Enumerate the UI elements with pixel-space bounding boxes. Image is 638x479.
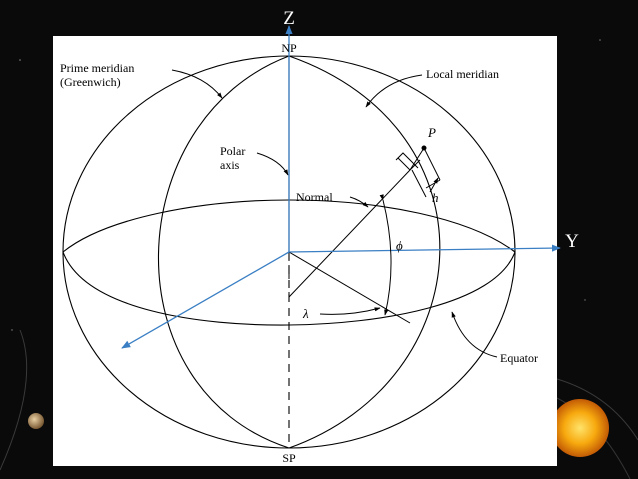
y-axis bbox=[288, 244, 561, 253]
north-pole-label: NP bbox=[281, 41, 297, 55]
coordinate-axes bbox=[121, 25, 561, 349]
height-arrow bbox=[429, 177, 439, 193]
label-pointers bbox=[171, 69, 498, 358]
normal-line bbox=[288, 169, 411, 298]
prime-meridian-pointer bbox=[171, 69, 223, 99]
south-pole-label: SP bbox=[282, 451, 296, 465]
x-axis bbox=[121, 251, 290, 349]
polar-axis-label: Polar bbox=[220, 144, 245, 158]
z-axis-label: Z bbox=[283, 8, 295, 29]
latitude-label: ϕ bbox=[396, 238, 403, 253]
equator-pointer bbox=[451, 311, 498, 358]
height-label: h bbox=[432, 190, 439, 205]
prime-meridian-curve bbox=[157, 55, 290, 449]
longitude-arc bbox=[319, 307, 381, 315]
equator-label: Equator bbox=[500, 351, 538, 365]
latitude-arc bbox=[379, 194, 392, 316]
point-label: P bbox=[427, 125, 436, 140]
polar-axis-sub-label: axis bbox=[220, 158, 240, 172]
prime-meridian-label: Prime meridian bbox=[60, 61, 134, 75]
normal-pointer bbox=[349, 196, 369, 208]
normal-label: Normal bbox=[296, 190, 333, 204]
sun-icon bbox=[551, 399, 609, 457]
y-axis-label: Y bbox=[565, 231, 579, 252]
diagram-panel bbox=[53, 36, 557, 466]
construction-lines bbox=[288, 145, 441, 324]
planet-icon bbox=[28, 413, 44, 429]
local-meridian-curve bbox=[288, 55, 441, 449]
prime-meridian-sub-label: (Greenwich) bbox=[60, 75, 121, 89]
longitude-label: λ bbox=[302, 306, 309, 321]
x-axis-label: X bbox=[113, 348, 126, 368]
polar-axis-pointer bbox=[256, 152, 289, 176]
local-meridian-pointer bbox=[365, 74, 423, 108]
local-meridian-label: Local meridian bbox=[426, 67, 499, 81]
